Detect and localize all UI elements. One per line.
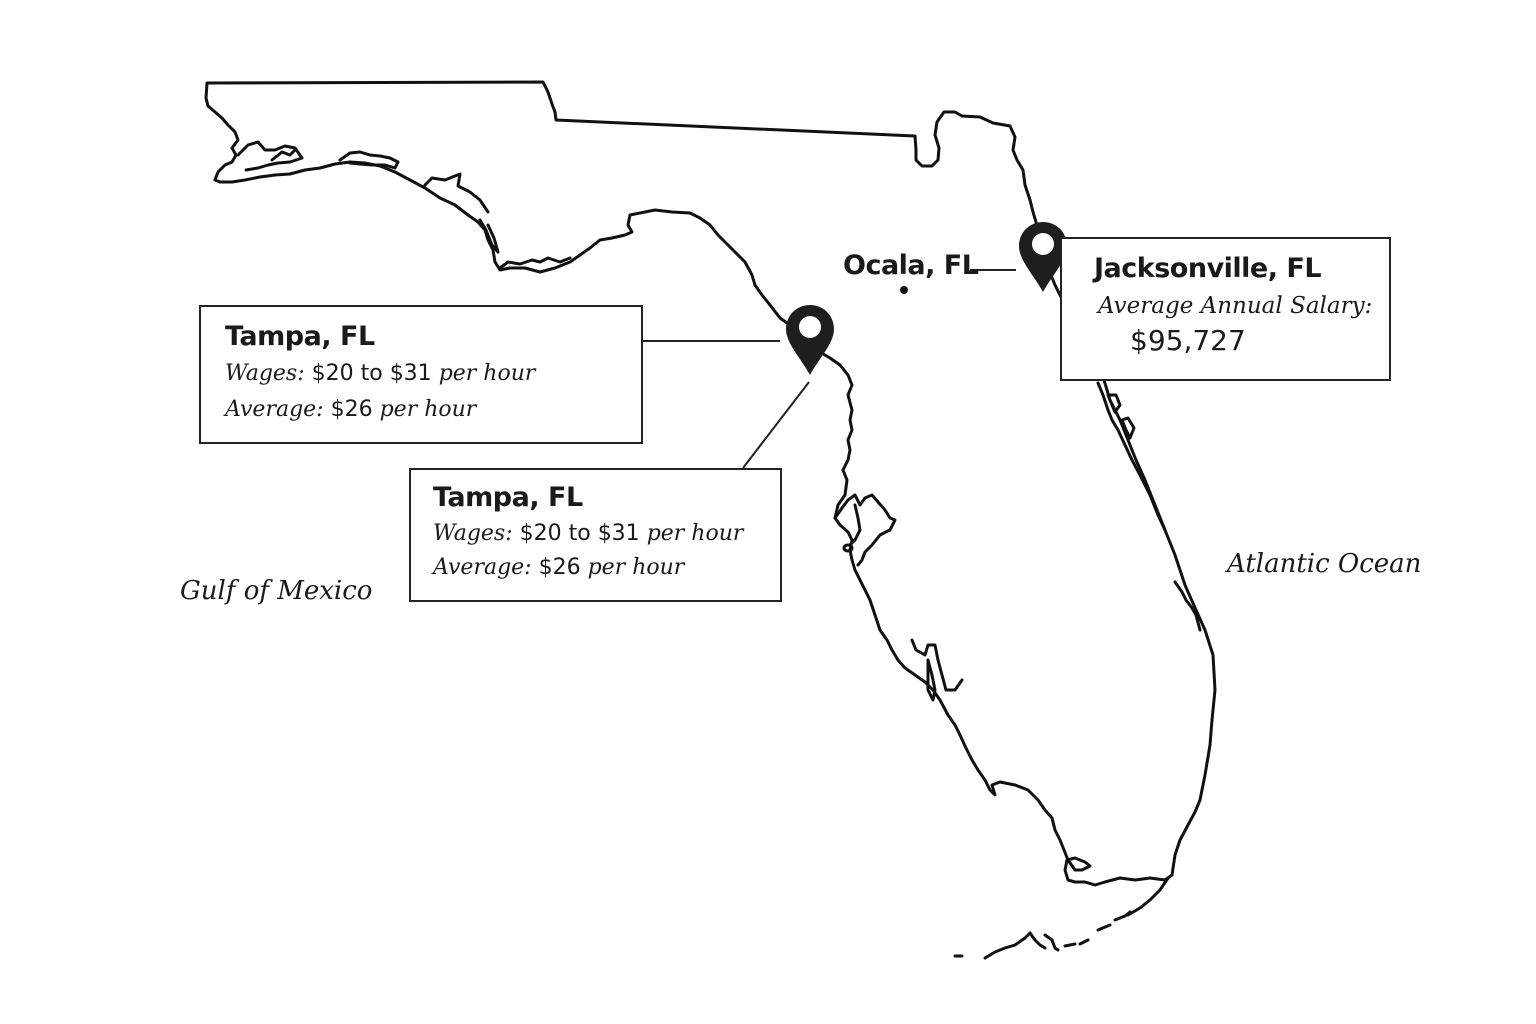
leader-lines — [643, 269, 1016, 469]
gulf-of-mexico-label: Gulf of Mexico — [180, 576, 373, 606]
average-unit: per hour — [379, 397, 477, 422]
tampa-average-line: Average: $26 per hour — [433, 551, 780, 585]
wages-unit: per hour — [438, 361, 536, 386]
tampa-callout-box-1[interactable]: Tampa, FL Wages: $20 to $31 per hour Ave… — [199, 305, 643, 444]
average-label: Average: — [433, 555, 532, 580]
tampa-leader-diagonal — [742, 381, 810, 469]
jacksonville-map-pin-icon[interactable] — [1019, 222, 1067, 292]
wages-value: $20 to $31 — [519, 521, 640, 546]
jacksonville-salary-value: $95,727 — [1130, 324, 1246, 357]
tampa-callout-title: Tampa, FL — [433, 482, 583, 513]
average-unit: per hour — [587, 555, 685, 580]
florida-outline — [204, 80, 1217, 960]
atlantic-ocean-label: Atlantic Ocean — [1227, 549, 1422, 579]
wages-label: Wages: — [433, 521, 513, 546]
jacksonville-callout-box[interactable]: Jacksonville, FL Average Annual Salary: … — [1060, 237, 1391, 381]
wages-label: Wages: — [225, 361, 305, 386]
tampa-callout-box-2[interactable]: Tampa, FL Wages: $20 to $31 per hour Ave… — [409, 468, 782, 602]
wages-unit: per hour — [646, 521, 744, 546]
tampa-average-line: Average: $26 per hour — [225, 392, 641, 428]
tampa-wages-line: Wages: $20 to $31 per hour — [433, 517, 780, 551]
tampa-wages-line: Wages: $20 to $31 per hour — [225, 356, 641, 392]
average-value: $26 — [538, 555, 581, 580]
average-value: $26 — [330, 397, 373, 422]
tampa-callout-title: Tampa, FL — [225, 321, 375, 352]
wages-value: $20 to $31 — [311, 361, 432, 386]
ocala-label: Ocala, FL — [843, 250, 979, 281]
tampa-map-pin-icon[interactable] — [786, 305, 834, 375]
average-label: Average: — [225, 397, 324, 422]
ocala-city-dot-icon[interactable] — [900, 286, 908, 294]
jacksonville-salary-label: Average Annual Salary: — [1098, 293, 1373, 319]
jacksonville-callout-title: Jacksonville, FL — [1094, 253, 1322, 284]
